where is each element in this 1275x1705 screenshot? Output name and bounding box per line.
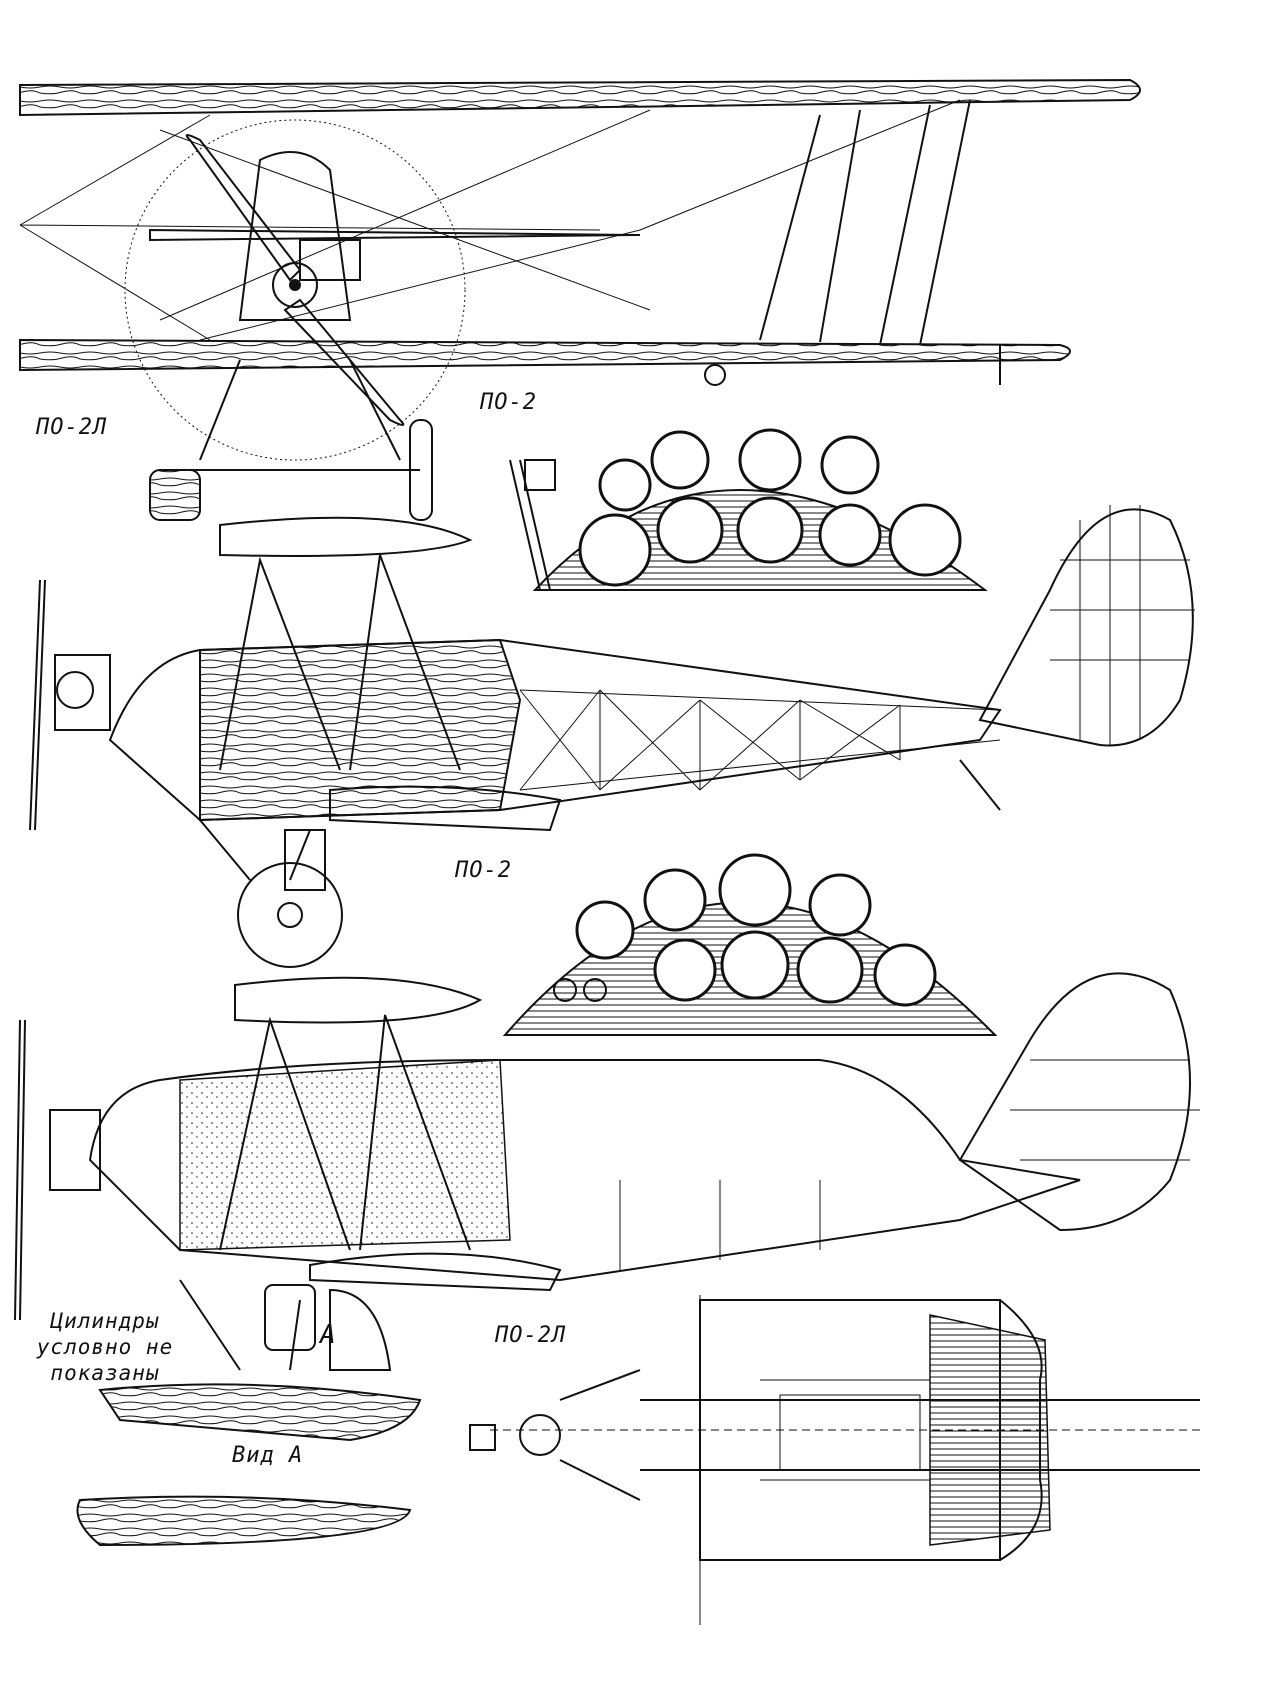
label-side-po2l: ПО-2Л xyxy=(495,1323,567,1348)
label-side-po2: ПО-2 xyxy=(455,858,512,883)
upper-wing-front xyxy=(19,78,1141,117)
label-front-po2l: ПО-2Л xyxy=(36,415,108,440)
front-view-drawing xyxy=(19,78,1141,521)
lower-wing-front xyxy=(19,338,1071,372)
instrument-panel-po2l xyxy=(502,853,998,1036)
label-marker-a: А xyxy=(320,1320,337,1350)
side-view-po2l-drawing xyxy=(14,972,1200,1547)
instrument-panel-po2 xyxy=(509,428,988,591)
label-view-a: Вид А xyxy=(232,1443,304,1468)
label-cylinders-note: Цилиндры условно не показаны xyxy=(36,1309,174,1385)
side-view-po2-drawing xyxy=(29,505,1195,968)
label-front-po2: ПО-2 xyxy=(480,390,537,415)
top-view-drawing xyxy=(469,1295,1200,1625)
